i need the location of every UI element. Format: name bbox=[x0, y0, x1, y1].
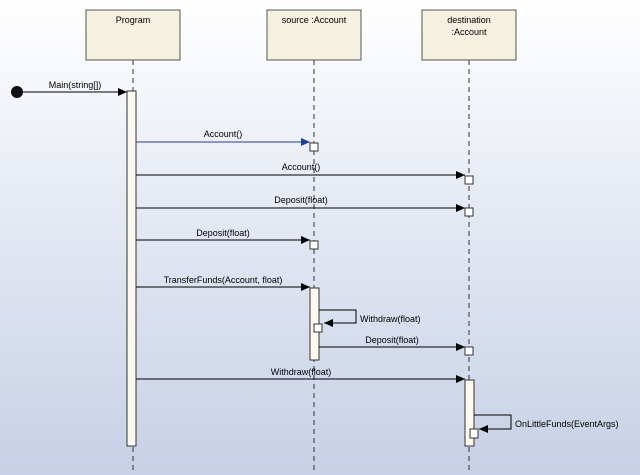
lifeline-label-destination-1: destination bbox=[447, 15, 491, 25]
lifeline-source: source :Account bbox=[266, 9, 362, 61]
message-label-main: Main(string[]) bbox=[49, 80, 102, 90]
lifeline-box-source bbox=[266, 9, 362, 61]
message-label-deposit-destination: Deposit(float) bbox=[274, 195, 328, 205]
lifeline-box-destination bbox=[421, 9, 517, 61]
lifeline-destination: destination :Account bbox=[421, 9, 517, 61]
message-label-account-destination: Account() bbox=[282, 162, 321, 172]
activation-destination-onlittlefunds bbox=[469, 428, 479, 439]
message-label-deposit-source: Deposit(float) bbox=[196, 228, 250, 238]
activation-destination-deposit bbox=[464, 207, 474, 217]
message-label-withdraw-destination: Withdraw(float) bbox=[271, 367, 332, 377]
activation-program bbox=[126, 90, 137, 447]
message-label-withdraw-self: Withdraw(float) bbox=[360, 314, 421, 324]
message-label-onlittlefunds-self: OnLittleFunds(EventArgs) bbox=[515, 419, 619, 429]
activation-destination-ctor bbox=[464, 175, 474, 185]
lifeline-label-source: source :Account bbox=[282, 15, 347, 25]
message-arrow-withdraw-self bbox=[319, 309, 357, 327]
lifeline-program: Program bbox=[85, 9, 181, 61]
activation-source-deposit bbox=[309, 240, 319, 250]
message-label-transferfunds: TransferFunds(Account, float) bbox=[164, 275, 283, 285]
activation-destination-deposit-transfer bbox=[464, 346, 474, 356]
message-label-account-source: Account() bbox=[204, 129, 243, 139]
activation-source-ctor bbox=[309, 142, 319, 152]
activation-destination-withdraw bbox=[464, 379, 475, 447]
initial-node bbox=[11, 86, 23, 98]
lifeline-box-program bbox=[85, 9, 181, 61]
message-arrow-onlittlefunds-self bbox=[474, 414, 512, 433]
lifeline-label-program: Program bbox=[116, 15, 151, 25]
message-label-deposit-transfer: Deposit(float) bbox=[365, 335, 419, 345]
activation-source-withdraw bbox=[313, 323, 323, 333]
lifeline-label-destination-2: :Account bbox=[451, 27, 487, 37]
